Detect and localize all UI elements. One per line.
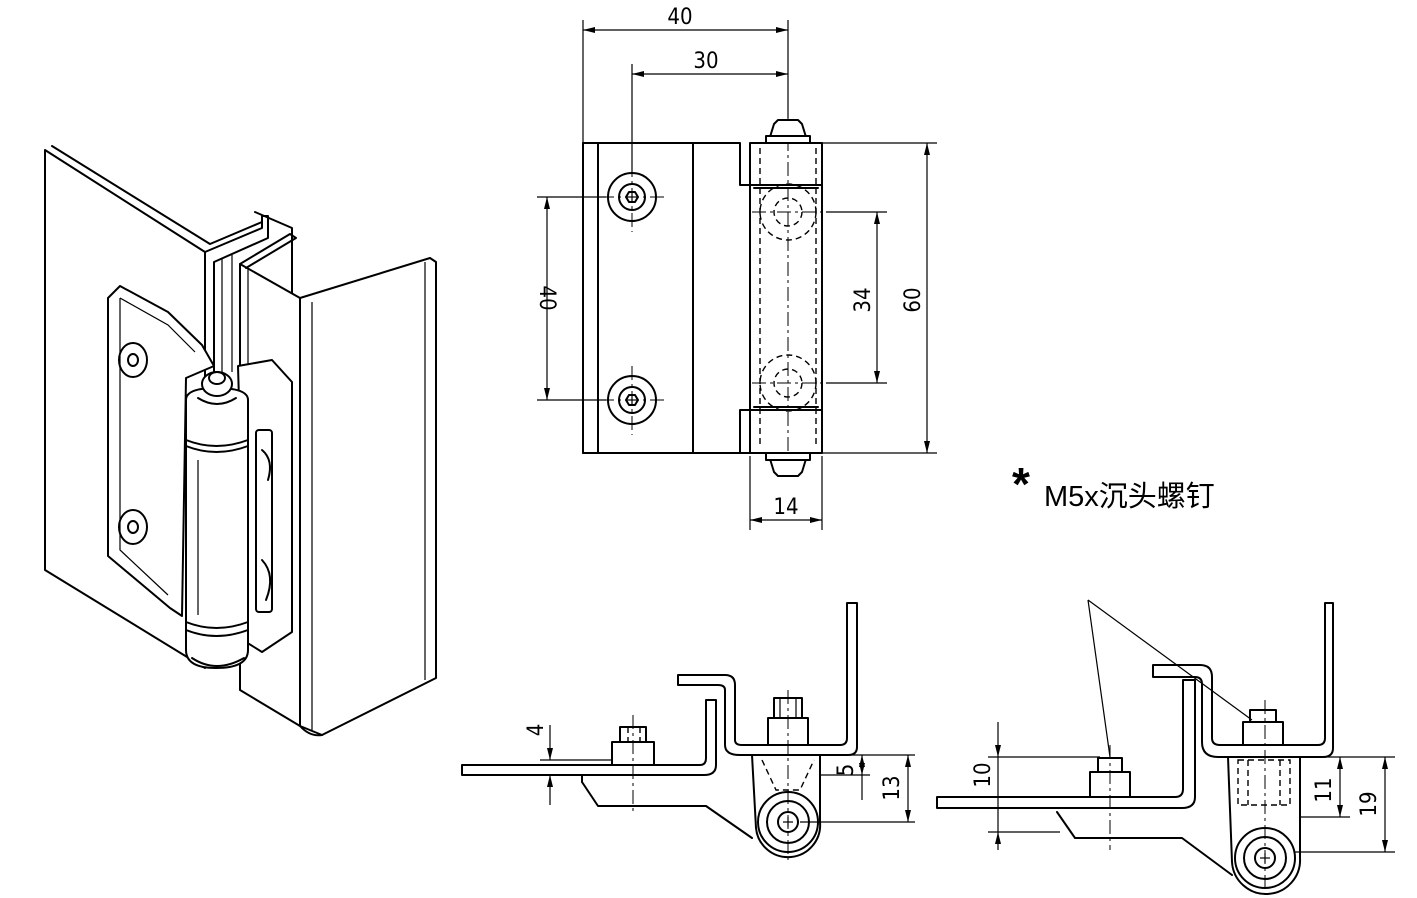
leaf-hole-top — [118, 342, 148, 378]
dim-label-13: 13 — [880, 775, 905, 800]
dim-label-5: 5 — [834, 764, 859, 777]
dimension-depth-left: 13 — [880, 755, 911, 822]
dim-label-11: 11 — [1312, 777, 1337, 802]
frame-plate-left — [461, 699, 717, 776]
dim-label-34: 34 — [851, 287, 876, 312]
front-outline — [582, 142, 751, 454]
dim-label-4: 4 — [524, 724, 549, 737]
dim-label-40-top: 40 — [667, 5, 692, 30]
dim-label-60: 60 — [901, 287, 926, 312]
dimension-depth-right: 19 — [1357, 757, 1388, 852]
dimension-offset-left: 4 — [524, 724, 612, 805]
dim-label-10: 10 — [971, 762, 996, 787]
screw-right-b — [1242, 709, 1284, 746]
screw-note: * M5x沉头螺钉 — [1012, 458, 1215, 513]
dim-label-19: 19 — [1357, 791, 1382, 816]
pin-cap-bottom — [765, 452, 811, 477]
dimension-height: 60 — [822, 142, 937, 454]
dimension-overall-width: 40 — [582, 5, 789, 143]
leaf-section-left — [581, 781, 753, 839]
dimension-knuckle-width: 14 — [749, 456, 823, 530]
pin-cap-top — [765, 119, 811, 144]
leader-lines — [1087, 599, 1253, 758]
countersunk-screw-top — [600, 163, 668, 232]
note-text: M5x沉头螺钉 — [1044, 480, 1215, 513]
dimension-offset-right: 10 — [971, 722, 1100, 850]
dimension-gap-left: 5 — [800, 754, 915, 823]
section-view-left: 4 5 13 — [461, 602, 915, 860]
frame-plate-right — [936, 679, 1196, 809]
dimension-hole-spacing: 40 — [534, 196, 606, 401]
countersunk-screw-bottom — [600, 366, 668, 435]
knuckle-section-right — [1227, 700, 1302, 896]
dim-label-40-side: 40 — [534, 285, 559, 310]
hinge-knuckle — [185, 371, 249, 669]
door-profile-left — [677, 602, 858, 756]
dimension-gap-right: 11 — [1295, 756, 1395, 853]
section-view-right: 10 11 19 — [936, 599, 1395, 896]
dimension-pin-hole-spacing: 34 — [826, 211, 887, 384]
leaf-section-right — [1056, 811, 1233, 876]
hinge-left-leaf — [107, 285, 215, 617]
note-asterisk: * — [1012, 458, 1030, 510]
dim-label-30: 30 — [693, 49, 718, 74]
isometric-view — [44, 145, 437, 737]
leaf-hole-bottom — [118, 509, 148, 545]
screw-left-b — [767, 697, 809, 746]
knuckle-section-left — [751, 690, 822, 860]
front-view: 40 30 40 34 60 14 — [534, 5, 937, 530]
screw-right-a — [1089, 745, 1131, 850]
knuckle-front — [749, 112, 824, 480]
screw-left-a — [611, 715, 655, 815]
dimension-hole-to-pin: 30 — [631, 49, 788, 172]
dim-label-14: 14 — [773, 495, 798, 520]
